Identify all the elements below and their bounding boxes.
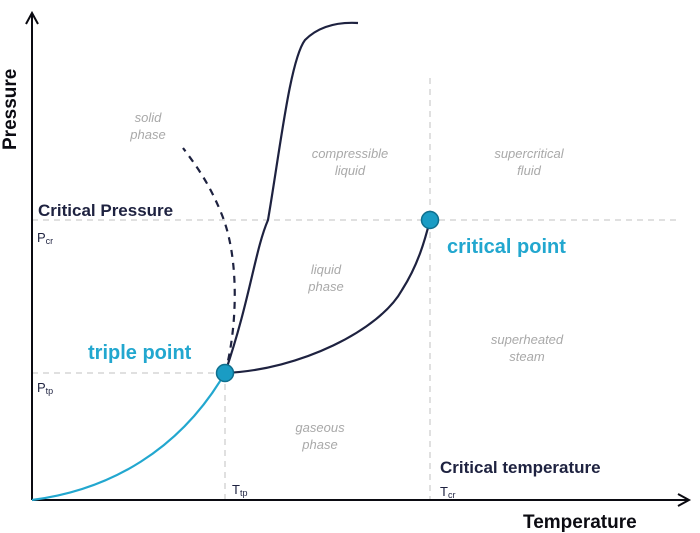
critical-pressure-label: Critical Pressure: [38, 201, 173, 220]
triple-point-label: triple point: [88, 342, 192, 364]
sublimation-curve: [31, 372, 226, 502]
critical-temperature-label: Critical temperature: [440, 458, 601, 477]
y-axis-title: Pressure: [0, 69, 21, 150]
t-tp-tick: Ttp: [232, 482, 247, 498]
axes: [25, 10, 692, 507]
guide-lines: [32, 78, 680, 500]
critical-point-label: critical point: [447, 236, 566, 258]
triple-point-marker: [215, 363, 235, 383]
vaporization-curve: [224, 219, 432, 375]
x-axis-arrow: [677, 493, 692, 507]
t-cr-tick: Tcr: [440, 484, 455, 500]
x-axis-title: Temperature: [523, 512, 637, 533]
p-tp-tick: Ptp: [37, 380, 53, 396]
melting-curve: [223, 21, 359, 374]
y-axis-arrow: [25, 10, 39, 25]
anomalous-melting-curve: [182, 147, 236, 374]
p-cr-tick: Pcr: [37, 230, 53, 246]
critical-point-marker: [420, 210, 440, 230]
